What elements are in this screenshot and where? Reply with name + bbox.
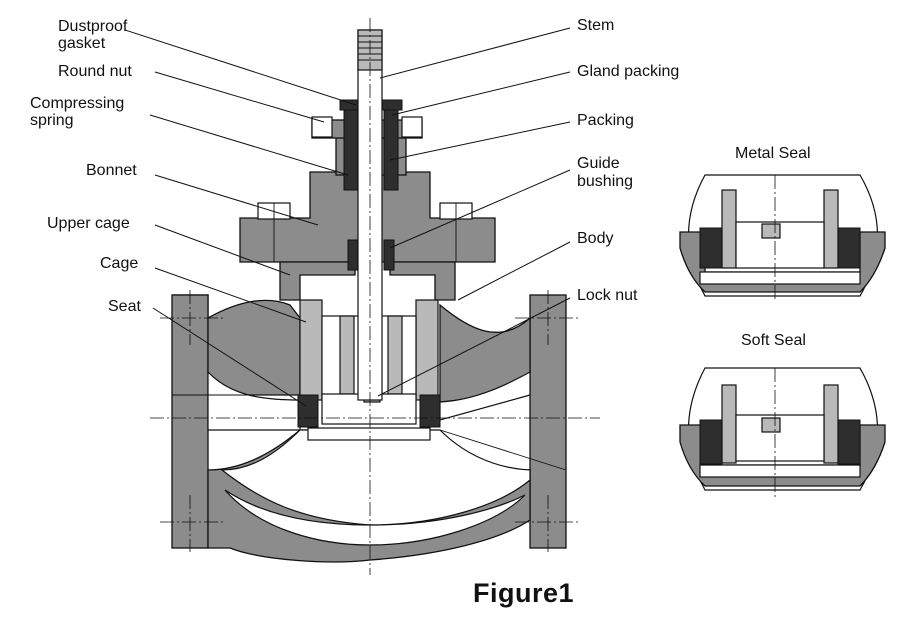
label-upper-cage: Upper cage [47,215,130,232]
label-gland-packing: Gland packing [577,63,679,80]
label-packing: Packing [577,112,634,129]
label-dustproof-gasket-line2: gasket [58,35,106,52]
label-compressing-spring-line2: spring [30,112,74,129]
label-body: Body [577,230,613,247]
label-round-nut: Round nut [58,63,132,80]
valve-body [171,294,567,563]
labels-left: Dustproof gasket Round nut Compressing s… [30,18,141,315]
soft-seal-title: Soft Seal [741,332,806,349]
metal-seal-title: Metal Seal [735,145,811,162]
inset-metal-seal: Metal Seal [679,145,886,300]
label-cage: Cage [100,255,138,272]
inset-soft-seal: Soft Seal [679,332,886,500]
label-guide-bushing-line2: bushing [577,173,633,190]
figure-caption: Figure1 [473,578,574,608]
label-compressing-spring-line1: Compressing [30,95,124,112]
center-lines [150,18,600,575]
label-seat: Seat [108,298,141,315]
label-dustproof-gasket-line1: Dustproof [58,18,128,35]
leader-lines [124,27,571,407]
label-stem: Stem [577,17,614,34]
label-guide-bushing-line1: Guide [577,155,620,172]
labels-right: Stem Gland packing Packing Guide bushing… [577,17,679,304]
label-lock-nut: Lock nut [577,287,638,304]
label-bonnet: Bonnet [86,162,137,179]
